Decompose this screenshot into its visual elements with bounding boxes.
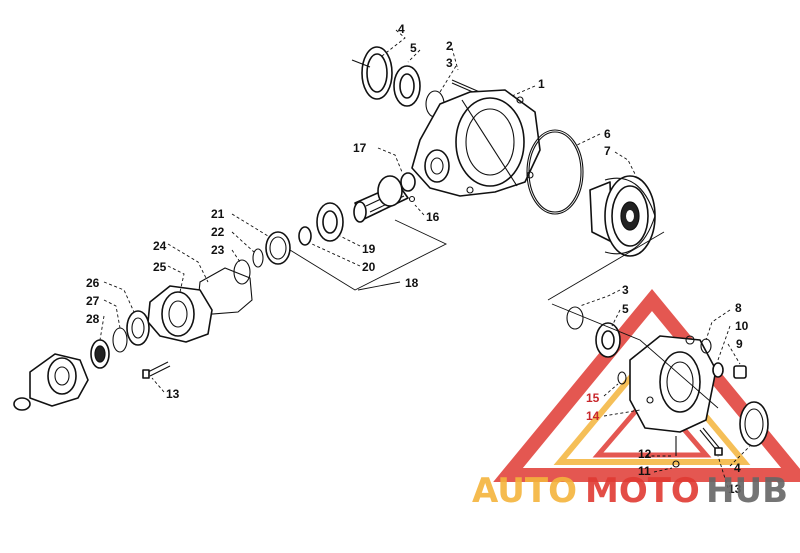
callout-18: 18 — [405, 276, 419, 290]
callout-11: 11 — [638, 464, 651, 478]
watermark-text: AUTO MOTO HUB — [472, 471, 788, 511]
callout-24: 24 — [153, 239, 167, 253]
callout-13-right: 13 — [728, 482, 742, 496]
output-yoke — [13, 353, 89, 411]
cover-right — [629, 335, 717, 433]
callout-1: 1 — [538, 77, 545, 91]
bearing-part-5 — [393, 65, 421, 107]
washer-part-20 — [298, 226, 312, 246]
bolt-part-13-left — [142, 361, 171, 379]
callout-2: 2 — [446, 39, 453, 53]
pin-part-12-11 — [672, 436, 680, 468]
cover-part-25 — [147, 285, 213, 343]
washer-part-10 — [712, 362, 724, 378]
callout-3-top: 3 — [446, 56, 453, 70]
callout-17: 17 — [353, 141, 367, 155]
callout-5-right: 5 — [622, 302, 629, 316]
callout-7: 7 — [604, 144, 611, 158]
callout-14: 14 — [586, 409, 600, 423]
callout-5-top: 5 — [410, 41, 417, 55]
seal-part-4 — [351, 46, 393, 100]
bearing-part-19 — [316, 202, 344, 242]
callout-10: 10 — [735, 319, 749, 333]
callout-27: 27 — [86, 294, 100, 308]
watermark-moto: MOTO — [585, 471, 700, 511]
callout-20: 20 — [362, 260, 376, 274]
watermark-hub: HUB — [706, 471, 788, 511]
callout-8: 8 — [735, 301, 742, 315]
callout-21: 21 — [211, 207, 225, 221]
bearing-part-5-right — [595, 322, 621, 358]
callout-13-left: 13 — [166, 387, 180, 401]
callout-28: 28 — [86, 312, 100, 326]
callout-6: 6 — [604, 127, 611, 141]
callout-19: 19 — [362, 242, 376, 256]
pinion-shaft — [353, 172, 416, 223]
plug-part-9 — [733, 365, 747, 379]
callout-23: 23 — [211, 243, 225, 257]
callout-15: 15 — [586, 391, 600, 405]
leader-lines — [99, 29, 751, 489]
ring-part-22 — [252, 248, 264, 268]
callout-12: 12 — [638, 447, 652, 461]
housing-part-1 — [411, 89, 541, 197]
bearing-part-28 — [90, 339, 110, 369]
callout-labels: 4 5 2 3 1 6 7 17 16 19 20 18 21 22 23 24… — [86, 22, 749, 496]
callout-26: 26 — [86, 276, 100, 290]
bolt-part-13-right — [699, 427, 723, 456]
callout-9: 9 — [736, 337, 743, 351]
ring-part-3-right — [566, 306, 584, 330]
seal-part-26 — [126, 310, 150, 346]
gasket-part-6 — [526, 129, 584, 215]
callout-22: 22 — [211, 225, 225, 239]
ring-gear-part-7 — [589, 175, 656, 257]
ring-part-27 — [112, 327, 128, 353]
seal-part-4-right — [739, 401, 769, 447]
watermark-auto: AUTO — [472, 471, 577, 511]
seal-part-21 — [265, 231, 291, 265]
callout-4-top: 4 — [398, 22, 405, 36]
washer-part-15 — [617, 371, 627, 385]
callout-3-right: 3 — [622, 283, 629, 297]
assembly-brackets — [289, 219, 719, 409]
callout-25: 25 — [153, 260, 167, 274]
callout-16: 16 — [426, 210, 440, 224]
callout-4-right: 4 — [734, 461, 741, 475]
